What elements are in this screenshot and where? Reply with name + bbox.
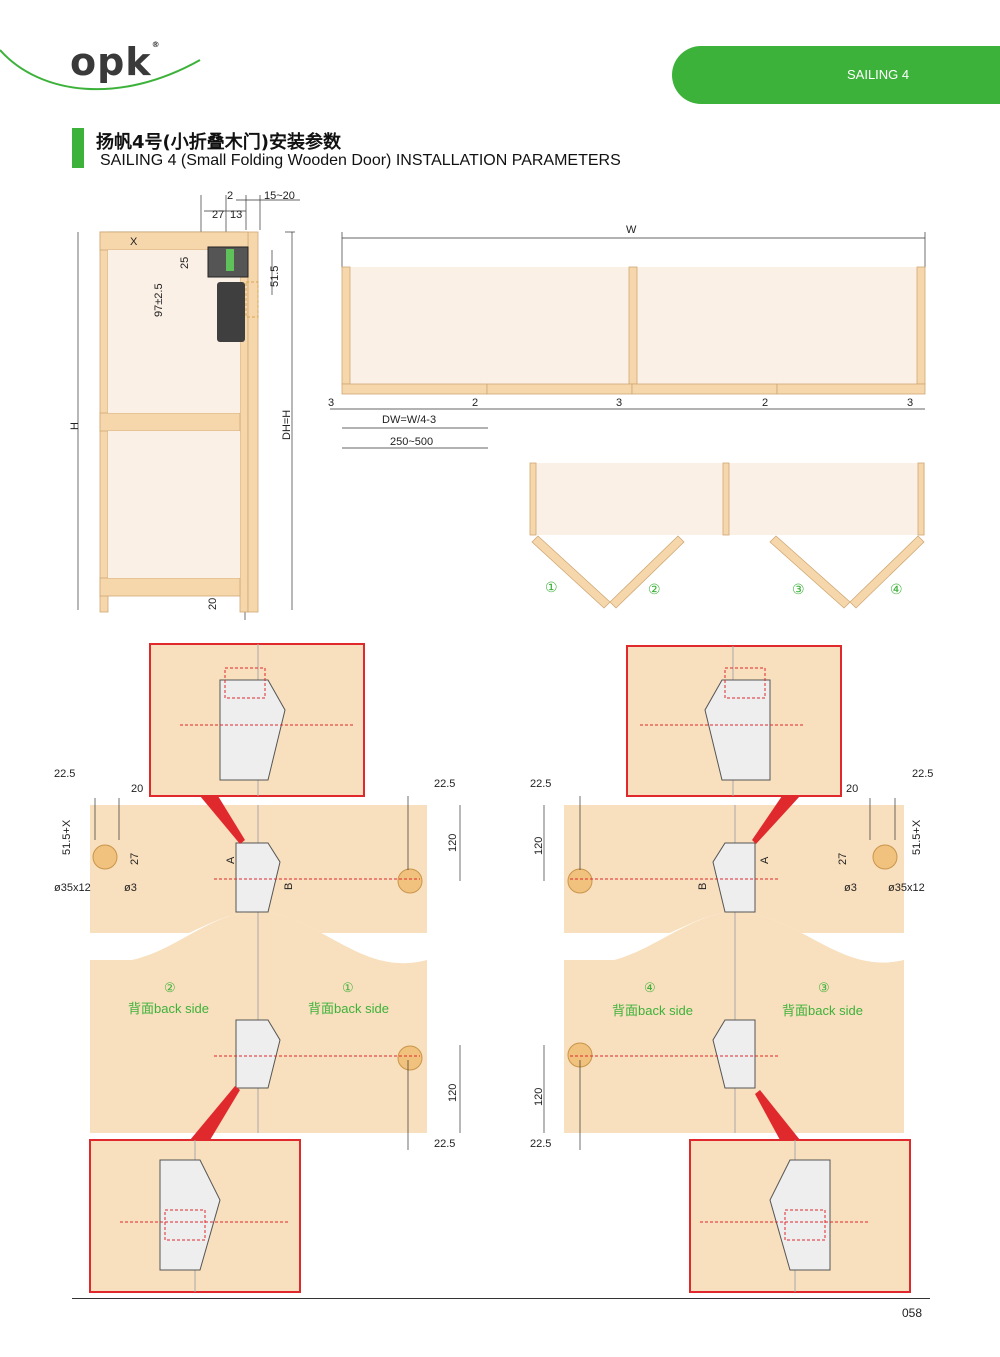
dim-22-5-bottom: 22.5 <box>530 1138 551 1150</box>
dim-20: 20 <box>131 783 143 795</box>
dim-22-5-right: 22.5 <box>434 778 455 790</box>
dim-120-top: 120 <box>447 834 459 852</box>
logo-text: opk <box>70 40 152 84</box>
dim-top-2: 2 <box>227 190 233 202</box>
hole-3: ø3 <box>124 882 137 894</box>
gap-3: 3 <box>616 397 622 409</box>
panel-label-3: ③ <box>792 581 805 597</box>
dim-w: W <box>626 224 637 236</box>
title-accent-bar <box>72 128 84 168</box>
mark-a: A <box>759 856 771 864</box>
panel-label-4: ④ <box>644 980 656 995</box>
mark-b: B <box>697 883 709 890</box>
back-side-right: 背面back side <box>782 1003 863 1018</box>
page-title-en: SAILING 4 (Small Folding Wooden Door) IN… <box>100 152 621 169</box>
hole-35x12: ø35x12 <box>888 882 925 894</box>
frame-elevation-diagram: 2 15~20 27 13 X 25 97±2.5 51.5 H DH=H 20 <box>69 190 300 620</box>
dim-dw: DW=W/4-3 <box>382 414 436 426</box>
dim-h: H <box>69 422 81 430</box>
hinge-diagram-right: 22.5 20 22.5 51.5+X 27 ø35x12 ø3 120 120… <box>530 645 933 1293</box>
section-tab: SAILING 4 <box>672 46 1000 104</box>
dim-120-bottom: 120 <box>447 1084 459 1102</box>
dim-22-5-right: 22.5 <box>912 768 933 780</box>
panel-label-3: ③ <box>818 980 830 995</box>
panel-label-4: ④ <box>890 581 903 597</box>
brand-logo: opk® <box>70 40 161 84</box>
dim-dh: DH=H <box>281 410 293 440</box>
hinge-diagram-left: 22.5 20 22.5 51.5+X 27 ø35x12 ø3 120 120… <box>54 643 461 1293</box>
panel-label-1: ① <box>342 980 354 995</box>
gap-2: 2 <box>472 397 478 409</box>
gap-4: 2 <box>762 397 768 409</box>
dim-20: 20 <box>207 598 219 610</box>
dim-top-15-20: 15~20 <box>264 190 295 202</box>
dim-top-13: 13 <box>230 209 242 221</box>
footer-rule <box>72 1298 930 1299</box>
dim-51-5: 51.5 <box>269 266 281 287</box>
gap-5: 3 <box>907 397 913 409</box>
back-side-left: 背面back side <box>128 1001 209 1016</box>
dim-27: 27 <box>837 853 849 865</box>
panel-label-2: ② <box>648 581 661 597</box>
hole-35x12: ø35x12 <box>54 882 91 894</box>
dim-x: X <box>130 236 138 248</box>
mark-a: A <box>225 856 237 864</box>
back-side-right: 背面back side <box>308 1001 389 1016</box>
dim-27: 27 <box>129 853 141 865</box>
dim-range: 250~500 <box>390 436 433 448</box>
dim-20: 20 <box>846 783 858 795</box>
dim-120-top: 120 <box>533 837 545 855</box>
gap-1: 3 <box>328 397 334 409</box>
dim-22-5-top: 22.5 <box>530 778 551 790</box>
back-side-left: 背面back side <box>612 1003 693 1018</box>
dim-top-27: 27 <box>212 209 224 221</box>
dim-51-5-x: 51.5+X <box>911 819 923 855</box>
plan-view-diagram: W 3 2 3 2 3 DW=W/4-3 250~500 ① ② ③ ④ <box>328 224 926 609</box>
panel-label-1: ① <box>545 579 558 595</box>
page-number: 058 <box>902 1306 923 1320</box>
dim-51-5-x: 51.5+X <box>61 819 73 855</box>
dim-97: 97±2.5 <box>153 283 165 317</box>
dim-120-bottom: 120 <box>533 1088 545 1106</box>
logo-mark: ® <box>151 40 161 49</box>
panel-label-2: ② <box>164 980 176 995</box>
dim-22-5-top: 22.5 <box>54 768 75 780</box>
dim-22-5-bottom: 22.5 <box>434 1138 455 1150</box>
hole-3: ø3 <box>844 882 857 894</box>
page-title-cn: 扬帆4号(小折叠木门)安装参数 <box>96 132 341 153</box>
logo-swoosh <box>0 49 201 91</box>
dim-25: 25 <box>179 257 191 269</box>
mark-b: B <box>283 883 295 890</box>
